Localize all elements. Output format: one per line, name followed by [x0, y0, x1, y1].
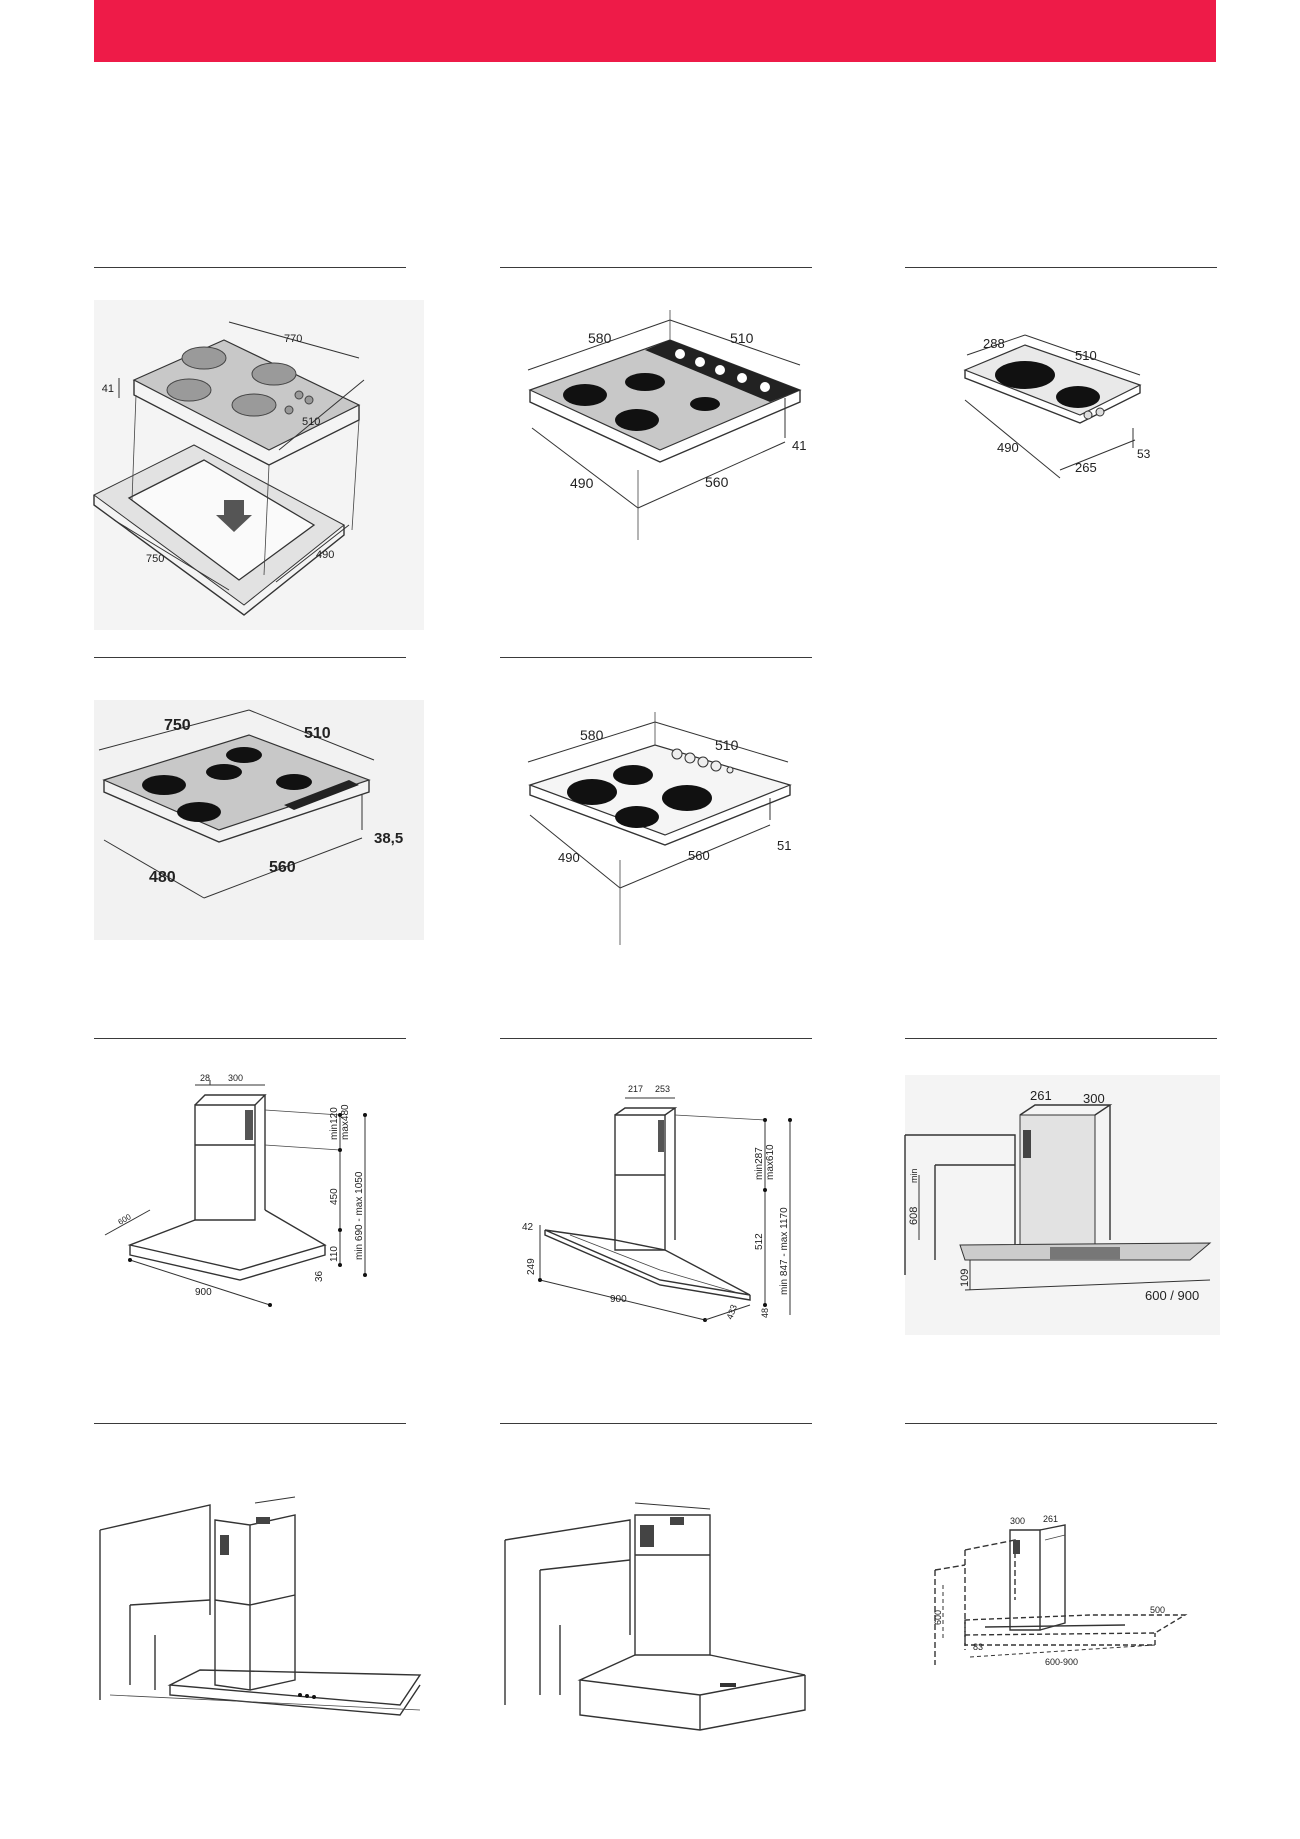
section-rule: [500, 657, 812, 658]
dim-608: 608: [908, 1207, 920, 1225]
dim-433: 433: [724, 1303, 739, 1321]
dim-512: 512: [754, 1233, 765, 1250]
dim-600: 600: [117, 1212, 134, 1227]
dim-900: 900: [195, 1287, 212, 1298]
dim-300: 300: [228, 1073, 243, 1083]
dim-510: 510: [302, 416, 320, 428]
section-rule: [905, 1423, 1217, 1424]
dim-42: 42: [522, 1222, 534, 1233]
dim-480: 480: [149, 869, 176, 886]
dim-288: 288: [983, 336, 1005, 351]
dim-265: 265: [1075, 460, 1097, 475]
dim-max480: max480: [340, 1104, 351, 1140]
dim-580: 580: [580, 727, 604, 743]
hood-slim-drawing: 217 253 min287 max610 min 847 - max 1170…: [522, 1084, 792, 1322]
dim-261: 261: [1043, 1514, 1058, 1524]
section-rule: [905, 1038, 1217, 1039]
dim-41: 41: [102, 383, 114, 395]
dim-min287: min287: [754, 1147, 765, 1180]
hob-front-control-drawing: 750 510 38,5 480 560: [94, 700, 424, 940]
dim-510: 510: [1075, 348, 1097, 363]
dim-217: 217: [628, 1084, 643, 1094]
hob-domino-drawing: 288 510 490 265 53: [963, 334, 1151, 479]
hob-cutout-drawing: 770 41 510 750 490: [93, 300, 424, 630]
dim-750: 750: [146, 553, 164, 565]
dim-560: 560: [705, 474, 729, 490]
dim-110: 110: [329, 1246, 340, 1262]
section-rule: [94, 1423, 406, 1424]
hood-wall-glass-drawing: 261 300 608 min 109 600 / 900: [904, 1075, 1220, 1335]
dim-83: 83: [973, 1642, 983, 1652]
dim-490: 490: [558, 850, 580, 865]
dim-300: 300: [1083, 1091, 1105, 1106]
dim-109: 109: [959, 1269, 971, 1287]
dim-249: 249: [526, 1258, 537, 1275]
hood-island-glass-drawing: 300 261 600 500 83 600-900: [933, 1514, 1188, 1667]
section-rule: [500, 1423, 812, 1424]
hob-white-drawing: 580 510 51 490 560: [527, 712, 792, 945]
dim-500: 500: [1150, 1605, 1165, 1615]
hood-wall-chimney-drawing: [99, 1496, 422, 1716]
dim-490: 490: [570, 475, 594, 491]
dim-41: 41: [792, 438, 806, 453]
dim-36: 36: [314, 1270, 325, 1282]
dim-total: min 847 - max 1170: [779, 1207, 790, 1295]
dim-48: 48: [760, 1308, 770, 1318]
dim-510: 510: [730, 330, 754, 346]
section-rule: [500, 267, 812, 268]
section-rule: [94, 657, 406, 658]
dim-510: 510: [304, 725, 331, 742]
dim-750: 750: [164, 717, 191, 734]
dim-450: 450: [329, 1188, 340, 1205]
dim-min: min: [909, 1168, 919, 1183]
dim-253: 253: [655, 1084, 670, 1094]
dim-max610: max610: [765, 1144, 776, 1180]
dim-min120: min120: [329, 1107, 340, 1140]
dim-width: 600 / 900: [1145, 1288, 1199, 1303]
dim-490: 490: [316, 549, 334, 561]
dim-900: 900: [610, 1294, 627, 1305]
dim-600: 600: [933, 1610, 943, 1625]
dim-490: 490: [997, 440, 1019, 455]
hood-chimney-drawing: 28 300 min120 max480 min 690 - max 1050 …: [104, 1073, 367, 1307]
dim-total: min 690 - max 1050: [354, 1171, 365, 1260]
hood-pyramid-drawing: [504, 1502, 806, 1731]
dim-width: 600-900: [1045, 1657, 1078, 1667]
header-band: [94, 0, 1216, 62]
section-rule: [905, 267, 1217, 268]
dim-261: 261: [1030, 1088, 1052, 1103]
dim-770: 770: [284, 333, 302, 345]
dim-560: 560: [269, 859, 296, 876]
section-rule: [94, 1038, 406, 1039]
dim-28: 28: [200, 1073, 210, 1083]
dim-300: 300: [1010, 1516, 1025, 1526]
dim-510: 510: [715, 737, 739, 753]
dim-51: 51: [777, 838, 791, 853]
dim-53: 53: [1137, 447, 1151, 461]
hob-electric-drawing: 580 510 41 490 560: [527, 310, 806, 540]
section-rule: [94, 267, 406, 268]
dim-580: 580: [588, 330, 612, 346]
section-rule: [500, 1038, 812, 1039]
dim-560: 560: [688, 848, 710, 863]
dim-38-5: 38,5: [374, 830, 403, 847]
